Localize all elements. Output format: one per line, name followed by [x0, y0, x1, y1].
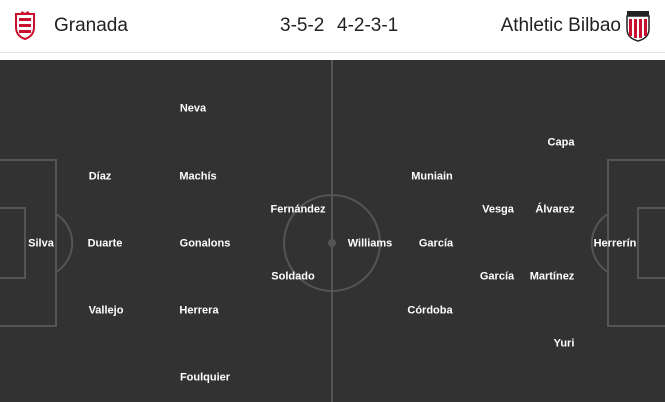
player-home-mid-5[interactable]: Foulquier — [179, 371, 231, 384]
player-home-def-1[interactable]: Díaz — [88, 170, 112, 183]
player-away-gk[interactable]: Herrerín — [593, 237, 637, 250]
home-formation: 3-5-2 — [280, 15, 325, 36]
player-home-def-2[interactable]: Duarte — [87, 237, 123, 250]
player-home-mid-3[interactable]: Gonalons — [179, 237, 231, 250]
home-team-name: Granada — [54, 15, 128, 36]
athletic-crest-icon — [626, 11, 650, 42]
player-home-mid-4[interactable]: Herrera — [179, 304, 219, 317]
player-away-def-4[interactable]: Yuri — [553, 337, 575, 350]
player-away-mid-2[interactable]: García — [479, 270, 515, 283]
player-away-def-1[interactable]: Capa — [547, 136, 575, 149]
player-away-def-3[interactable]: Martínez — [529, 270, 575, 283]
player-away-am-2[interactable]: García — [418, 237, 454, 250]
player-away-def-2[interactable]: Álvarez — [535, 203, 575, 216]
player-away-am-1[interactable]: Muniain — [411, 170, 453, 183]
player-home-mid-2[interactable]: Machís — [179, 170, 217, 183]
granada-crest-icon — [15, 11, 35, 40]
pitch-lines — [0, 60, 665, 402]
player-home-gk[interactable]: Silva — [28, 237, 54, 250]
pitch: Silva Díaz Duarte Vallejo Neva Machís Go… — [0, 60, 665, 402]
player-home-fwd-2[interactable]: Soldado — [271, 270, 315, 283]
player-home-fwd-1[interactable]: Fernández — [270, 203, 326, 216]
match-header: Granada 3-5-2 4-2-3-1 Athletic Bilbao — [0, 0, 665, 53]
player-away-mid-1[interactable]: Vesga — [482, 203, 514, 216]
player-home-mid-1[interactable]: Neva — [179, 102, 207, 115]
away-formation: 4-2-3-1 — [337, 15, 399, 36]
player-away-am-3[interactable]: Córdoba — [407, 304, 453, 317]
away-team-name: Athletic Bilbao — [500, 15, 621, 36]
player-home-def-3[interactable]: Vallejo — [88, 304, 124, 317]
player-away-st[interactable]: Williams — [347, 237, 393, 250]
